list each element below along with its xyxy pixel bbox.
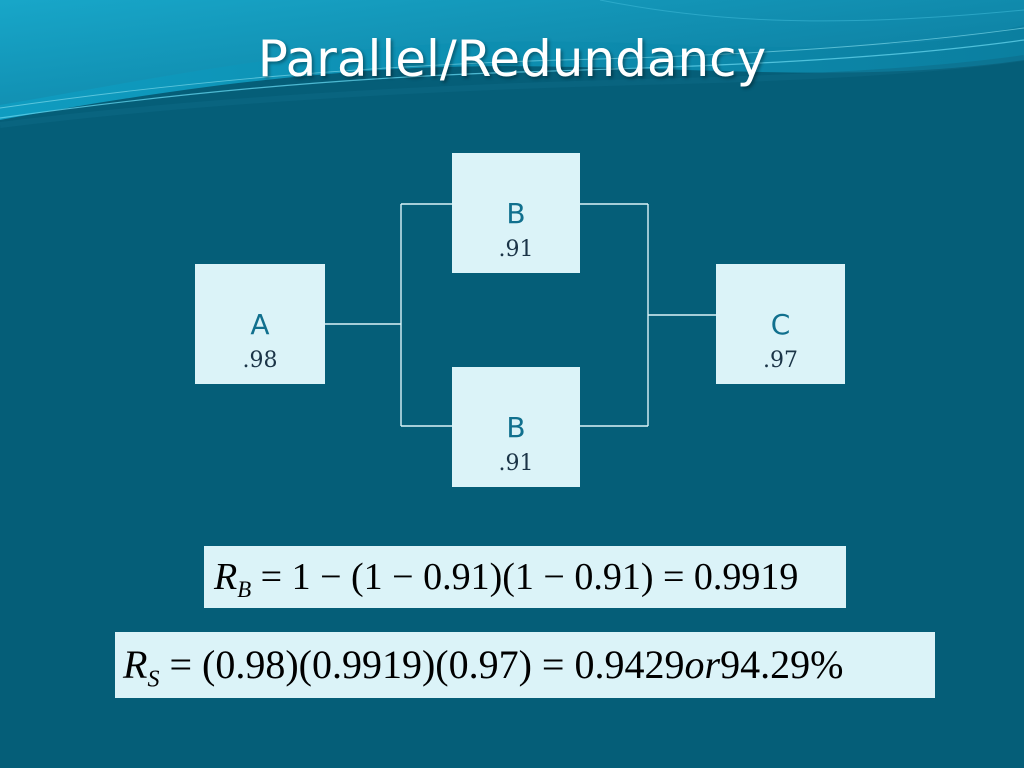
formula-rs-connector: or xyxy=(684,642,721,687)
block-b-top: B .91 xyxy=(452,153,580,273)
formula-rs: RS = (0.98)(0.9919)(0.97) = 0.9429or94.2… xyxy=(115,632,935,698)
block-c: C .97 xyxy=(716,264,845,384)
formula-rb-symbol: R xyxy=(214,556,238,598)
formula-rb-subscript: B xyxy=(237,576,252,602)
formula-rb-expression: = 1 − (1 − 0.91)(1 − 0.91) = 0.9919 xyxy=(251,556,799,598)
block-c-value: .97 xyxy=(763,348,798,373)
formula-rb: RB = 1 − (1 − 0.91)(1 − 0.91) = 0.9919 xyxy=(204,546,846,608)
block-b-bottom: B .91 xyxy=(452,367,580,487)
formula-rs-expression-tail: 94.29% xyxy=(720,642,844,687)
formula-rs-expression-main: = (0.98)(0.9919)(0.97) = 0.9429 xyxy=(159,642,685,687)
block-b-bottom-value: .91 xyxy=(498,451,534,476)
block-c-label: C xyxy=(770,308,791,341)
block-a: A .98 xyxy=(195,264,325,384)
block-b-top-label: B xyxy=(506,197,526,230)
header-wave-decoration xyxy=(0,0,1024,128)
formula-rs-symbol: R xyxy=(123,642,148,687)
block-a-value: .98 xyxy=(242,348,278,373)
block-b-top-value: .91 xyxy=(498,237,534,262)
block-b-bottom-label: B xyxy=(506,411,526,444)
formula-rs-subscript: S xyxy=(147,666,160,693)
block-a-label: A xyxy=(250,308,270,341)
slide-title: Parallel/Redundancy xyxy=(257,30,767,88)
